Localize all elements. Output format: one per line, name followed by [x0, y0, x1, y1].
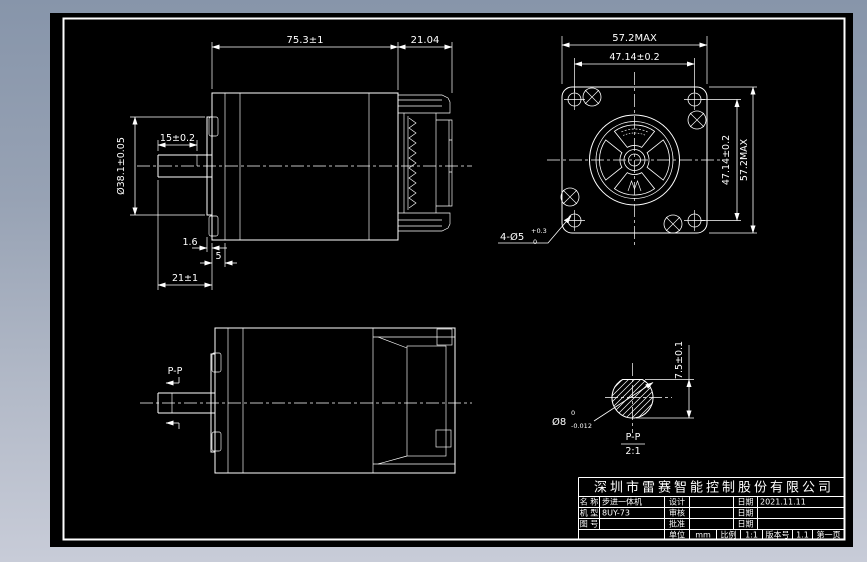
dim-boss-depth: 1.6	[182, 237, 227, 290]
callout-tol-lower: 0	[533, 238, 537, 246]
dim-body-length: 75.3±1	[211, 35, 453, 93]
rotor-face	[589, 114, 680, 206]
dim-flat-height-text: 7.5±0.1	[674, 341, 685, 379]
logo-mark	[627, 180, 642, 192]
callout-shaft-tol-lower: -0.012	[571, 422, 592, 430]
view-side-top: 75.3±1 21.04 15±0.2 Ø38.1±0.05 1.6	[116, 35, 472, 290]
dim-hole-pitch-h-text: 47.14±0.2	[609, 52, 659, 63]
field-model-label: 机 型	[580, 508, 599, 518]
screw-head-icons	[560, 87, 707, 234]
section-cut-marks: P-P	[165, 366, 183, 429]
field-date-label-2: 日期	[738, 509, 754, 518]
dim-shaft-length-text: 21±1	[172, 273, 198, 284]
title-block: 深圳市雷赛智能控制股份有限公司 名 称 步进一体机 设计 日期 2021.11.…	[578, 477, 845, 540]
dim-shaft-flat-text: 15±0.2	[160, 133, 195, 144]
field-unit-value: mm	[695, 531, 711, 540]
dim-body-length-text: 75.3±1	[286, 35, 323, 46]
field-name-label: 名 称	[580, 497, 599, 507]
field-scale-value: 1:1	[745, 531, 758, 540]
dim-pilot-diameter: Ø38.1±0.05	[116, 116, 205, 216]
dim-connector-length: 21.04	[397, 35, 453, 50]
dim-pilot-diameter-text: Ø38.1±0.05	[116, 137, 127, 195]
drawing-sheet	[50, 13, 853, 547]
field-scale-label: 比例	[721, 530, 737, 540]
dim-connector-length-text: 21.04	[411, 35, 440, 46]
dim-height-max-text: 57.2MAX	[739, 138, 750, 181]
dim-flat-height: 7.5±0.1	[636, 341, 694, 419]
dim-flange-thickness-text: 5	[215, 251, 221, 262]
callout-shaft-dia-text: Ø8	[552, 416, 566, 428]
dim-flange-thickness: 5	[200, 243, 237, 267]
field-design-label: 设计	[669, 497, 685, 507]
callout-shaft-tol-upper: 0	[571, 409, 575, 417]
field-approve-label: 批准	[669, 519, 685, 529]
dim-hole-pitch-v: 47.14±0.2	[701, 99, 741, 221]
field-review-label: 审核	[669, 508, 685, 518]
callout-tol-upper: +0.3	[531, 227, 547, 235]
view-side-bottom: P-P	[140, 327, 472, 474]
company-name: 深圳市雷赛智能控制股份有限公司	[594, 480, 834, 496]
dim-hole-pitch-h: 47.14±0.2	[574, 52, 695, 92]
dim-width-max: 57.2MAX	[561, 33, 708, 84]
field-version-label: 版本号	[766, 530, 790, 540]
rim-lettering	[621, 128, 648, 133]
field-name-value: 步进一体机	[602, 497, 642, 507]
field-page-label: 第一页	[817, 530, 841, 540]
field-version-value: 1.1	[796, 531, 809, 540]
dim-width-max-text: 57.2MAX	[612, 33, 657, 44]
dim-shaft-flat: 15±0.2	[157, 133, 198, 151]
section-scale-text: 2:1	[625, 446, 640, 457]
section-label-text: P-P	[626, 432, 641, 443]
dim-hole-pitch-v-text: 47.14±0.2	[721, 135, 732, 185]
field-drawing-no-label: 图 号	[580, 520, 599, 529]
callout-shaft-dia: Ø8 0 -0.012	[552, 382, 654, 430]
dim-height-max: 57.2MAX	[709, 86, 757, 234]
dim-shaft-length: 21±1	[157, 180, 213, 290]
field-model-value: 8UY-73	[602, 509, 630, 518]
border-frame	[62, 17, 846, 541]
field-unit-label: 单位	[669, 530, 685, 540]
callout-mount-holes: 4-Ø5 +0.3 0	[498, 215, 572, 246]
section-label: P-P 2:1	[621, 432, 645, 457]
field-date-value: 2021.11.11	[760, 498, 806, 507]
view-front: 57.2MAX 47.14±0.2 47.14±0.2 57.2MAX 4-Ø5…	[498, 33, 757, 248]
field-date-label-3: 日期	[738, 520, 754, 529]
callout-mount-holes-text: 4-Ø5	[500, 231, 524, 243]
dim-boss-depth-text: 1.6	[182, 237, 197, 248]
field-date-label-1: 日期	[738, 498, 754, 507]
section-mark-text: P-P	[168, 366, 183, 377]
view-section-detail: 7.5±0.1 Ø8 0 -0.012 P-P 2:1	[552, 341, 694, 457]
